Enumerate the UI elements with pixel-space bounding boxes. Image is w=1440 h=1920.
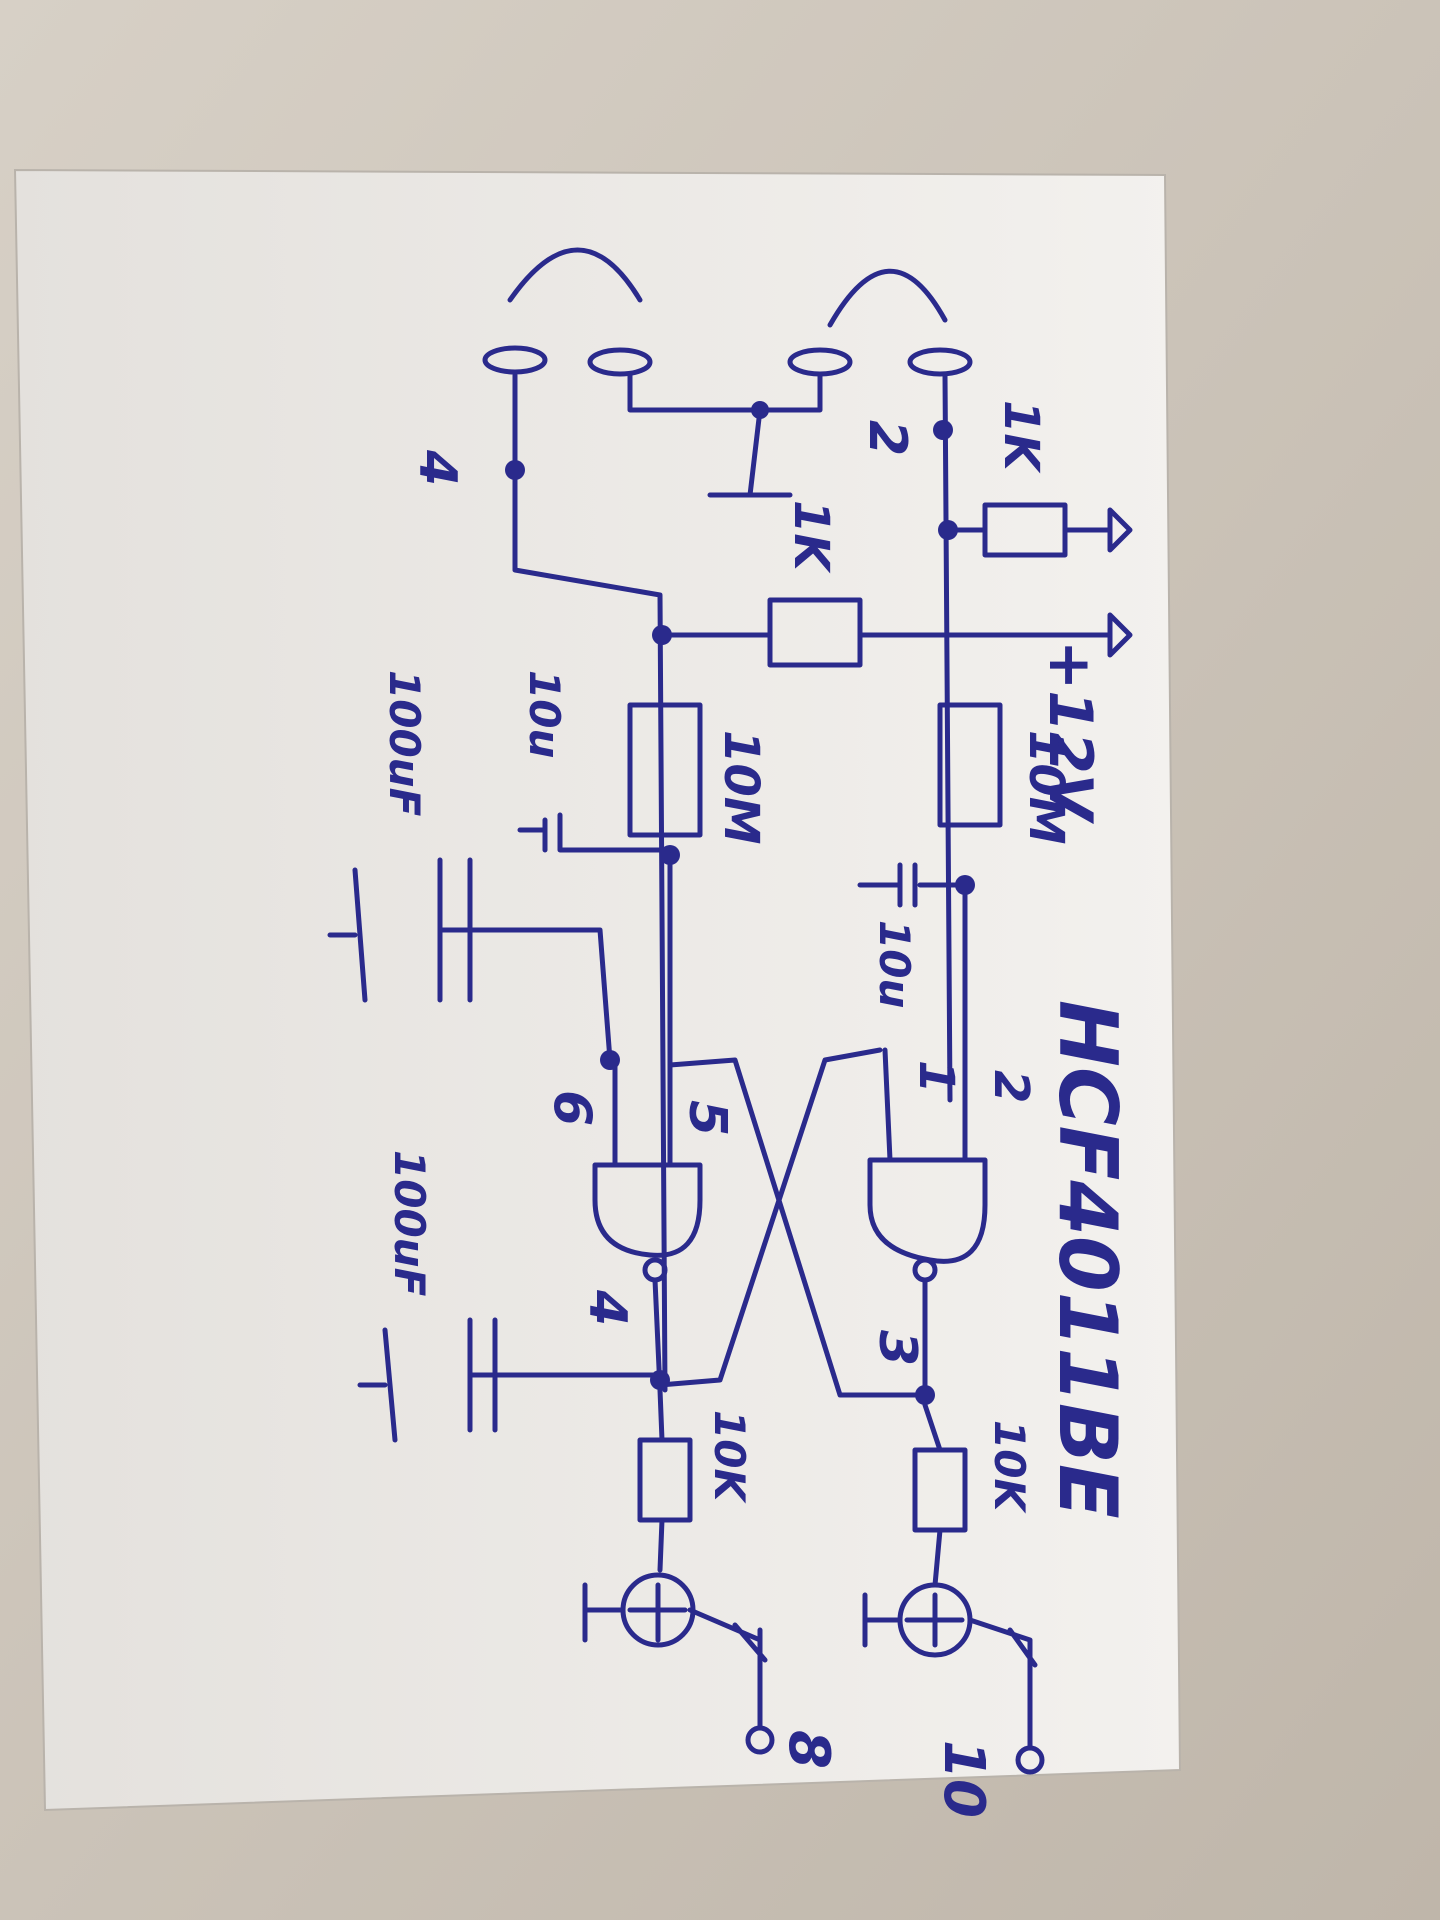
supply-arrow xyxy=(1107,612,1133,658)
pin-label: 2 xyxy=(857,420,917,456)
capacitor-label: 10u xyxy=(520,670,569,758)
ground-symbol xyxy=(357,1327,398,1443)
connector-pad xyxy=(907,347,973,377)
pin-label: 4 xyxy=(577,1289,637,1326)
resistor-label: 10K xyxy=(705,1410,754,1504)
resistor-10m-b xyxy=(937,702,1003,828)
resistor-label: 10K xyxy=(985,1420,1034,1514)
ground-symbol xyxy=(707,407,793,498)
pin-label: 6 xyxy=(542,1090,602,1126)
pin-label: 5 xyxy=(677,1100,737,1136)
chip-label: HCF4011BE xyxy=(1041,1000,1134,1519)
output-label: 8 xyxy=(776,1730,841,1769)
resistor-label: 10M xyxy=(713,730,769,845)
capacitor-100uf-a xyxy=(437,857,613,1063)
pin-label: 4 xyxy=(407,449,467,486)
capacitor-10u-b xyxy=(857,862,968,908)
diode-a xyxy=(687,1607,768,1703)
resistor-label: 10M xyxy=(1018,730,1074,845)
connector-pad xyxy=(482,345,548,375)
pin-label: 2 xyxy=(983,1070,1039,1103)
connector-pin-dot xyxy=(505,460,525,480)
cross-wire-b xyxy=(667,1057,928,1398)
capacitor-100uf-b xyxy=(467,1317,663,1433)
resistor-10m-a xyxy=(627,702,703,838)
capacitor-10u-a xyxy=(517,812,673,853)
jumper-wire xyxy=(507,247,643,303)
cross-wire-a xyxy=(657,1047,883,1388)
capacitor-label: 10u xyxy=(870,920,919,1008)
junction-dot xyxy=(600,1050,620,1070)
pin-label: 3 xyxy=(867,1330,927,1366)
connector-pad xyxy=(587,347,653,377)
pin-label: 1 xyxy=(908,1060,964,1093)
ground-symbol xyxy=(327,867,368,1003)
diode-b xyxy=(967,1617,1038,1723)
resistor-label: 1K xyxy=(993,400,1049,474)
ground-symbol xyxy=(582,1582,626,1643)
connector-pin-dot xyxy=(933,420,953,440)
resistor-label: 1K xyxy=(783,500,839,574)
circuit-drawing: HCF4011BE +12V 1K 1K 10M 10M 10u 10u 100… xyxy=(327,247,1134,1818)
output-label: 10 xyxy=(931,1740,996,1818)
capacitor-label: 100uF xyxy=(385,1150,434,1297)
supply-label: +12V xyxy=(1035,640,1105,825)
resistor-10k-a xyxy=(637,1437,693,1523)
supply-arrow xyxy=(1107,507,1133,553)
jumper-wire xyxy=(827,268,948,328)
wire-right-bus xyxy=(942,372,953,1103)
capacitor-label: 100uF xyxy=(380,670,429,817)
paper-sheet xyxy=(13,168,1182,1812)
ground-symbol xyxy=(862,1592,903,1648)
nand-gate-a xyxy=(592,1162,703,1258)
